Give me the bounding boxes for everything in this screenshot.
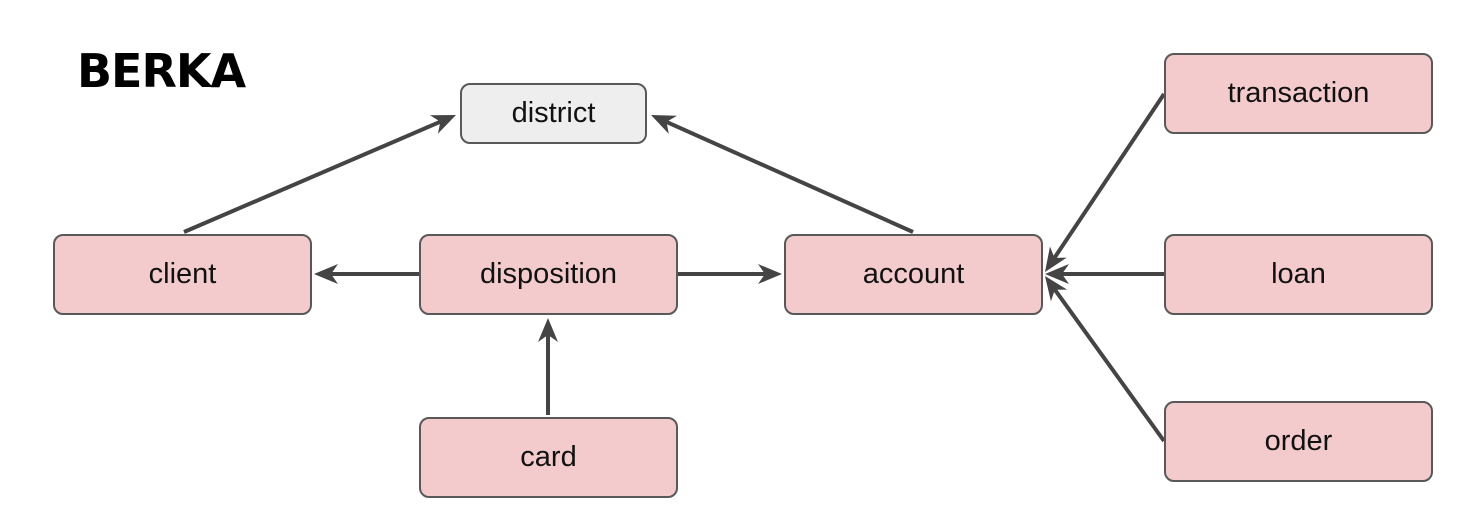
arrowhead-icon (758, 264, 782, 284)
edge-transaction-to-account (1045, 92, 1166, 272)
edge-line (665, 120, 914, 234)
edge-loan-to-account (1045, 264, 1164, 284)
arrowhead-icon (1045, 246, 1067, 272)
node-account: account (784, 234, 1043, 315)
edge-line (1053, 288, 1166, 443)
node-card: card (419, 417, 678, 498)
edge-line (183, 119, 442, 234)
edge-disposition-to-account (678, 264, 782, 284)
node-order: order (1164, 401, 1433, 482)
node-transaction: transaction (1164, 53, 1433, 134)
node-district: district (460, 83, 647, 144)
edge-account-to-district (651, 115, 914, 234)
node-disposition: disposition (419, 234, 678, 315)
edge-line (1052, 92, 1166, 259)
diagram-title: BERKA (77, 44, 246, 98)
edge-client-to-district (183, 115, 456, 234)
node-loan: loan (1164, 234, 1433, 315)
edge-card-to-disposition (538, 318, 558, 415)
arrowhead-icon (430, 115, 456, 134)
arrowhead-icon (1045, 264, 1069, 284)
edge-disposition-to-client (314, 264, 419, 284)
edge-order-to-account (1045, 276, 1166, 443)
arrowhead-icon (651, 115, 677, 134)
arrowhead-icon (314, 264, 338, 284)
arrowhead-icon (538, 318, 558, 342)
arrowhead-icon (1045, 276, 1068, 302)
node-client: client (53, 234, 312, 315)
